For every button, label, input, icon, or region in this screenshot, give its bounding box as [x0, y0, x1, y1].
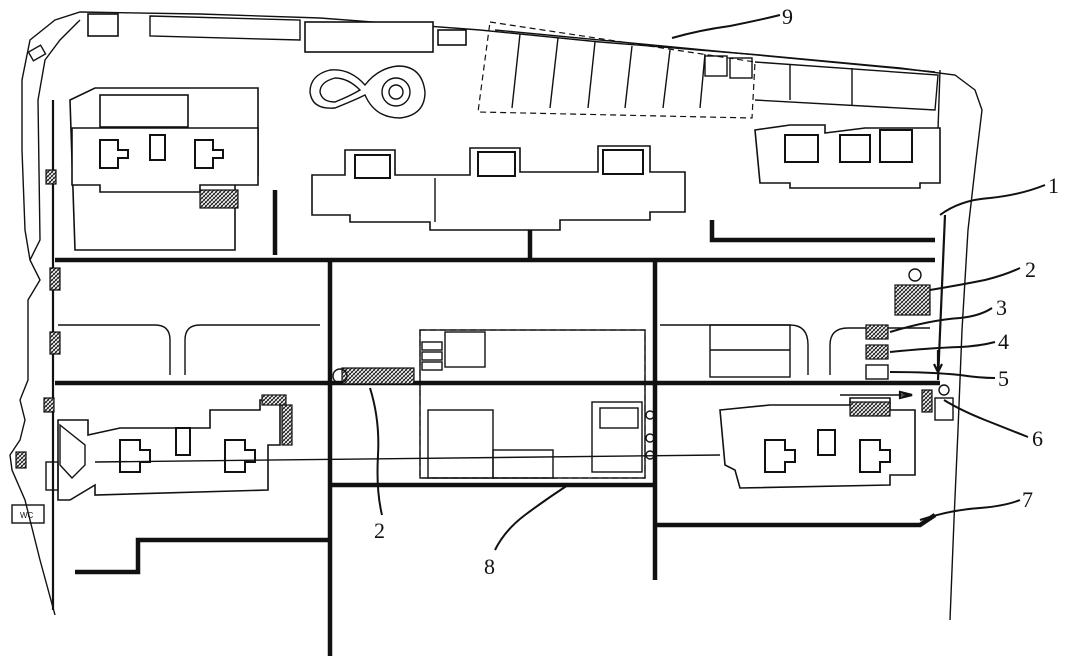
building-block-north-center	[87, 13, 686, 231]
site-boundary	[9, 11, 983, 621]
central-block	[332, 329, 655, 479]
callout-1: 1	[1048, 173, 1059, 198]
parking-lanes	[58, 324, 930, 375]
callout-5: 5	[998, 366, 1009, 391]
garden-oval	[309, 65, 426, 119]
building-block-southwest	[45, 394, 721, 501]
leader-lines	[369, 14, 1046, 551]
callout-8: 8	[484, 554, 495, 579]
parking-strip-region-9	[477, 21, 939, 119]
road-network	[51, 100, 947, 656]
wc-label: WC	[20, 511, 34, 520]
callout-2-center: 2	[374, 518, 385, 543]
callout-6: 6	[1032, 426, 1043, 451]
callout-4: 4	[998, 329, 1009, 354]
callout-2-east: 2	[1025, 257, 1036, 282]
building-block-southeast	[719, 384, 954, 489]
callout-9: 9	[782, 4, 793, 29]
west-edge-details: WC	[11, 44, 61, 524]
east-equipment-stack	[865, 268, 943, 380]
callout-7: 7	[1022, 487, 1033, 512]
central-east-boxes	[709, 324, 791, 378]
building-block-northwest	[69, 87, 259, 251]
callout-3: 3	[996, 295, 1007, 320]
callout-labels: 1 2 3 4 5 6 7 2 8 9	[374, 4, 1059, 579]
building-block-northeast	[754, 124, 941, 189]
